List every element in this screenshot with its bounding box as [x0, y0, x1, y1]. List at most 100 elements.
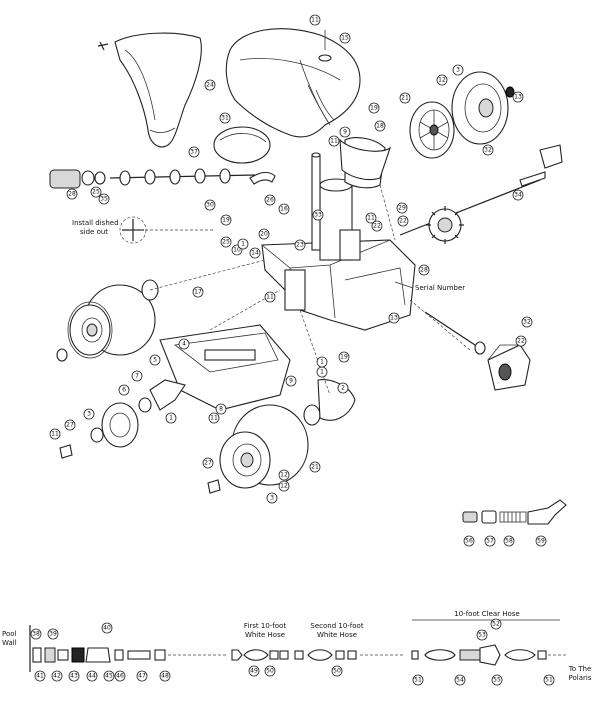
callout-55: 55	[491, 674, 503, 686]
callout-number: 19	[370, 105, 378, 112]
callout-11: 11	[49, 428, 61, 440]
callout-number: 7	[135, 373, 139, 380]
callout-number: 28	[420, 267, 428, 274]
callout-circle	[482, 144, 494, 156]
callout-circle	[285, 375, 297, 387]
callout-number: 54	[456, 677, 464, 684]
callout-11: 11	[328, 135, 340, 147]
callout-circle	[258, 228, 270, 240]
callout-number: 18	[376, 123, 384, 130]
callout-number: 10	[233, 247, 241, 254]
callout-number: 13	[390, 315, 398, 322]
callout-19: 19	[220, 214, 232, 226]
callout-number: 45	[105, 673, 113, 680]
callout-circle	[248, 665, 260, 677]
callout-circle	[278, 480, 290, 492]
callout-11: 11	[208, 412, 220, 424]
callout-58: 58	[503, 535, 515, 547]
callout-6: 6	[118, 384, 130, 396]
callout-circle	[30, 628, 42, 640]
callout-number: 22	[373, 223, 381, 230]
callout-circle	[114, 670, 126, 682]
callout-number: 39	[49, 631, 57, 638]
callout-11: 11	[264, 291, 276, 303]
callout-circle	[484, 535, 496, 547]
callout-circle	[312, 209, 324, 221]
callout-number: 11	[266, 294, 274, 301]
callout-number: 3	[87, 411, 91, 418]
callout-34: 34	[512, 189, 524, 201]
callout-44: 44	[86, 670, 98, 682]
callout-number: 58	[505, 538, 513, 545]
callout-number: 20	[260, 231, 268, 238]
callout-number: 31	[221, 115, 229, 122]
callout-number: 25	[222, 239, 230, 246]
callout-59: 59	[535, 535, 547, 547]
note-pool-wall-line1: Pool	[2, 630, 17, 638]
callout-52: 52	[490, 618, 502, 630]
callout-circle	[49, 428, 61, 440]
callout-circle	[34, 670, 46, 682]
callout-circle	[368, 102, 380, 114]
callout-circle	[219, 112, 231, 124]
part-hose-adapter	[462, 499, 567, 525]
callout-circle	[98, 193, 110, 205]
callout-28: 28	[418, 264, 430, 276]
callout-circle	[118, 384, 130, 396]
part-wheel-front-right	[207, 404, 321, 494]
callout-circle	[436, 74, 448, 86]
callout-number: 38	[32, 631, 40, 638]
callout-circle	[66, 188, 78, 200]
callout-circle	[490, 618, 502, 630]
note-second-hose-line1: Second 10-foot	[310, 622, 363, 630]
callout-circle	[515, 335, 527, 347]
callout-number: 11	[311, 17, 319, 24]
callout-number: 9	[343, 129, 347, 136]
callout-number: 28	[68, 191, 76, 198]
callout-number: 37	[190, 149, 198, 156]
part-scraper-upper	[339, 138, 392, 181]
callout-number: 46	[116, 673, 124, 680]
callout-28: 28	[66, 188, 78, 200]
callout-circle	[159, 670, 171, 682]
callout-16: 16	[278, 203, 290, 215]
part-wheel-front-left	[59, 379, 186, 459]
callout-number: 32	[484, 147, 492, 154]
callout-number: 33	[314, 212, 322, 219]
callout-number: 51	[545, 677, 553, 684]
part-float	[213, 126, 271, 164]
callout-number: 22	[399, 218, 407, 225]
callout-number: 14	[251, 250, 259, 257]
callout-2: 2	[337, 382, 349, 394]
callout-circle	[264, 194, 276, 206]
callout-circle	[165, 412, 177, 424]
callout-33: 33	[312, 209, 324, 221]
callout-number: 21	[311, 464, 319, 471]
callout-number: 47	[138, 673, 146, 680]
callout-38: 38	[30, 628, 42, 640]
callout-circle	[178, 338, 190, 350]
callout-circle	[149, 354, 161, 366]
callout-39: 39	[47, 628, 59, 640]
callout-50: 50	[264, 665, 276, 677]
callout-circle	[337, 382, 349, 394]
callout-number: 19	[222, 217, 230, 224]
callout-21: 21	[309, 461, 321, 473]
note-to-polaris-line1: To The	[568, 665, 592, 673]
callout-number: 29	[398, 205, 406, 212]
callout-number: 12	[438, 77, 446, 84]
callout-circle	[51, 670, 63, 682]
callout-circle	[543, 674, 555, 686]
callout-circle	[328, 135, 340, 147]
part-shaft-14	[424, 311, 476, 346]
callout-3: 3	[83, 408, 95, 420]
callout-number: 3	[270, 495, 274, 502]
callout-circle	[131, 370, 143, 382]
callout-circle	[266, 492, 278, 504]
callout-circle	[412, 674, 424, 686]
callout-43: 43	[68, 670, 80, 682]
callout-51: 51	[543, 674, 555, 686]
callout-3: 3	[452, 64, 464, 76]
callout-circle	[397, 215, 409, 227]
callout-circle	[215, 403, 227, 415]
